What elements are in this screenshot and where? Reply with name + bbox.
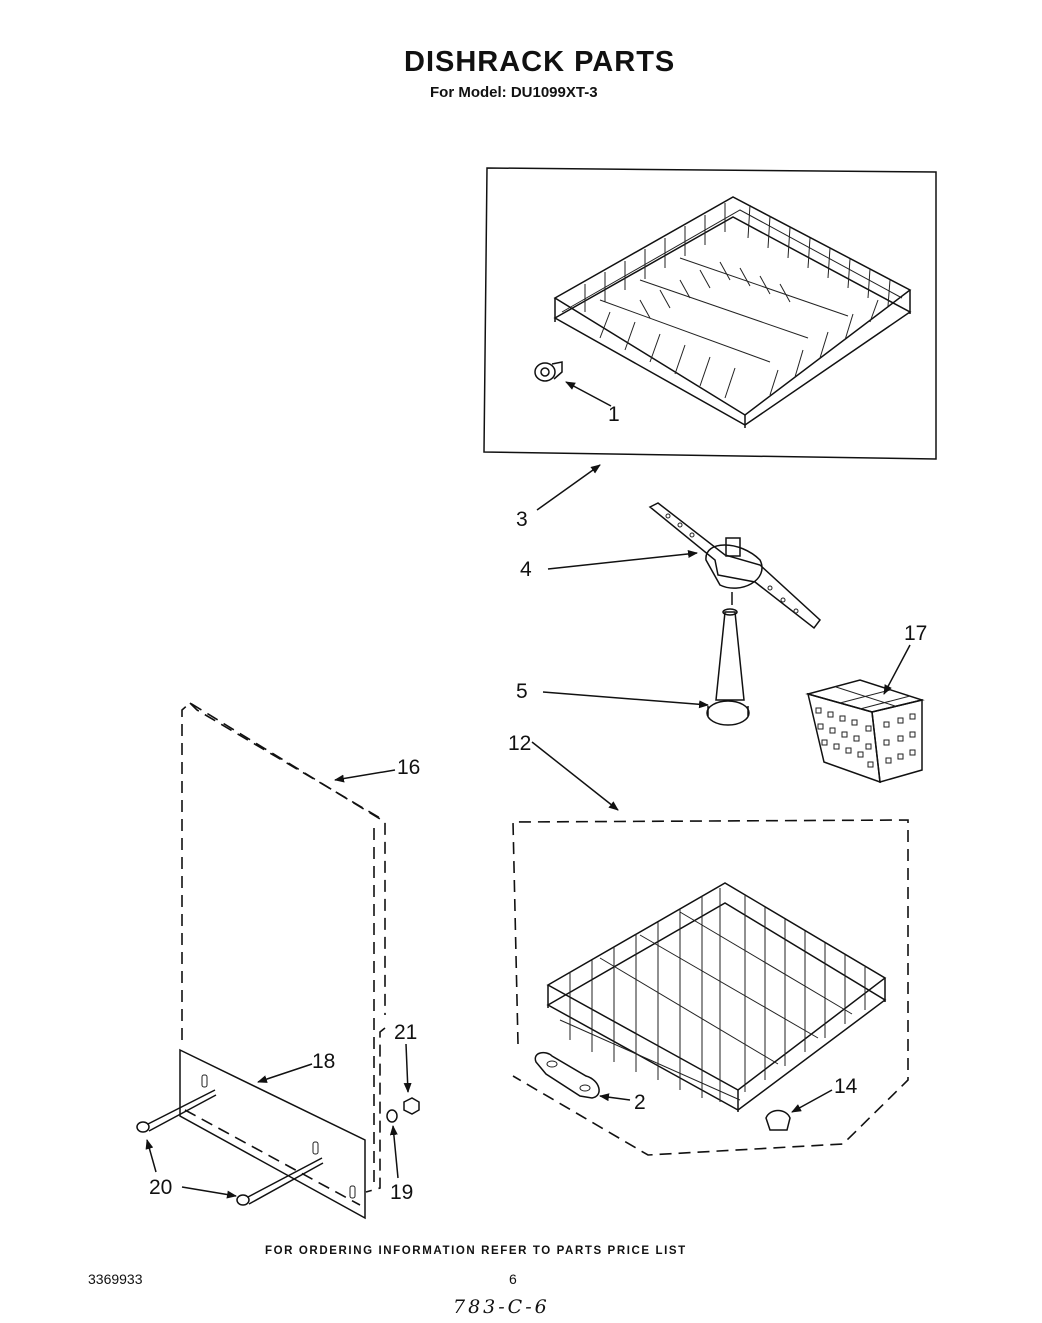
part-19-fastener: 19 [386,1109,413,1204]
callout-21: 21 [394,1021,417,1044]
part-17-silverware-basket: 17 [805,622,927,784]
part-16-door-panel: 16 [181,702,420,1193]
callout-12: 12 [508,732,531,755]
handwritten-code: 783-C-6 [453,1296,550,1318]
callout-17: 17 [904,622,927,645]
upper-rack-box [483,167,937,460]
callout-3: 3 [516,508,528,531]
callout-12-group: 12 [508,732,619,811]
part-20-screws: 20 [136,1089,324,1206]
part-5-spray-tower: 5 [516,608,750,726]
part-1-rack-wheel: 1 [534,361,620,426]
part-18-lower-panel: 18 [179,1048,366,1220]
document-number: 3369933 [88,1271,143,1287]
page-title: DISHRACK PARTS [404,46,676,78]
page-number: 6 [509,1271,517,1287]
part-21-nut: 21 [394,1021,420,1115]
part-2-rack-bumper: 2 [534,1051,646,1114]
callout-4: 4 [520,558,532,581]
part-14-cap: 14 [765,1075,858,1131]
lower-dishrack [546,882,887,1112]
callout-2: 2 [634,1091,646,1114]
part-4-spray-arm: 4 [520,502,822,630]
lower-rack-box [512,819,909,1156]
callout-5: 5 [516,680,528,703]
callout-1: 1 [608,403,620,426]
model-subtitle: For Model: DU1099XT-3 [430,84,598,101]
callout-19: 19 [390,1181,413,1204]
callout-16: 16 [397,756,420,779]
ordering-note: FOR ORDERING INFORMATION REFER TO PARTS … [265,1245,687,1257]
callout-20: 20 [149,1176,172,1199]
callout-14: 14 [834,1075,858,1098]
callout-3-group: 3 [516,464,601,531]
callout-18: 18 [312,1050,335,1073]
upper-dishrack [553,196,912,428]
